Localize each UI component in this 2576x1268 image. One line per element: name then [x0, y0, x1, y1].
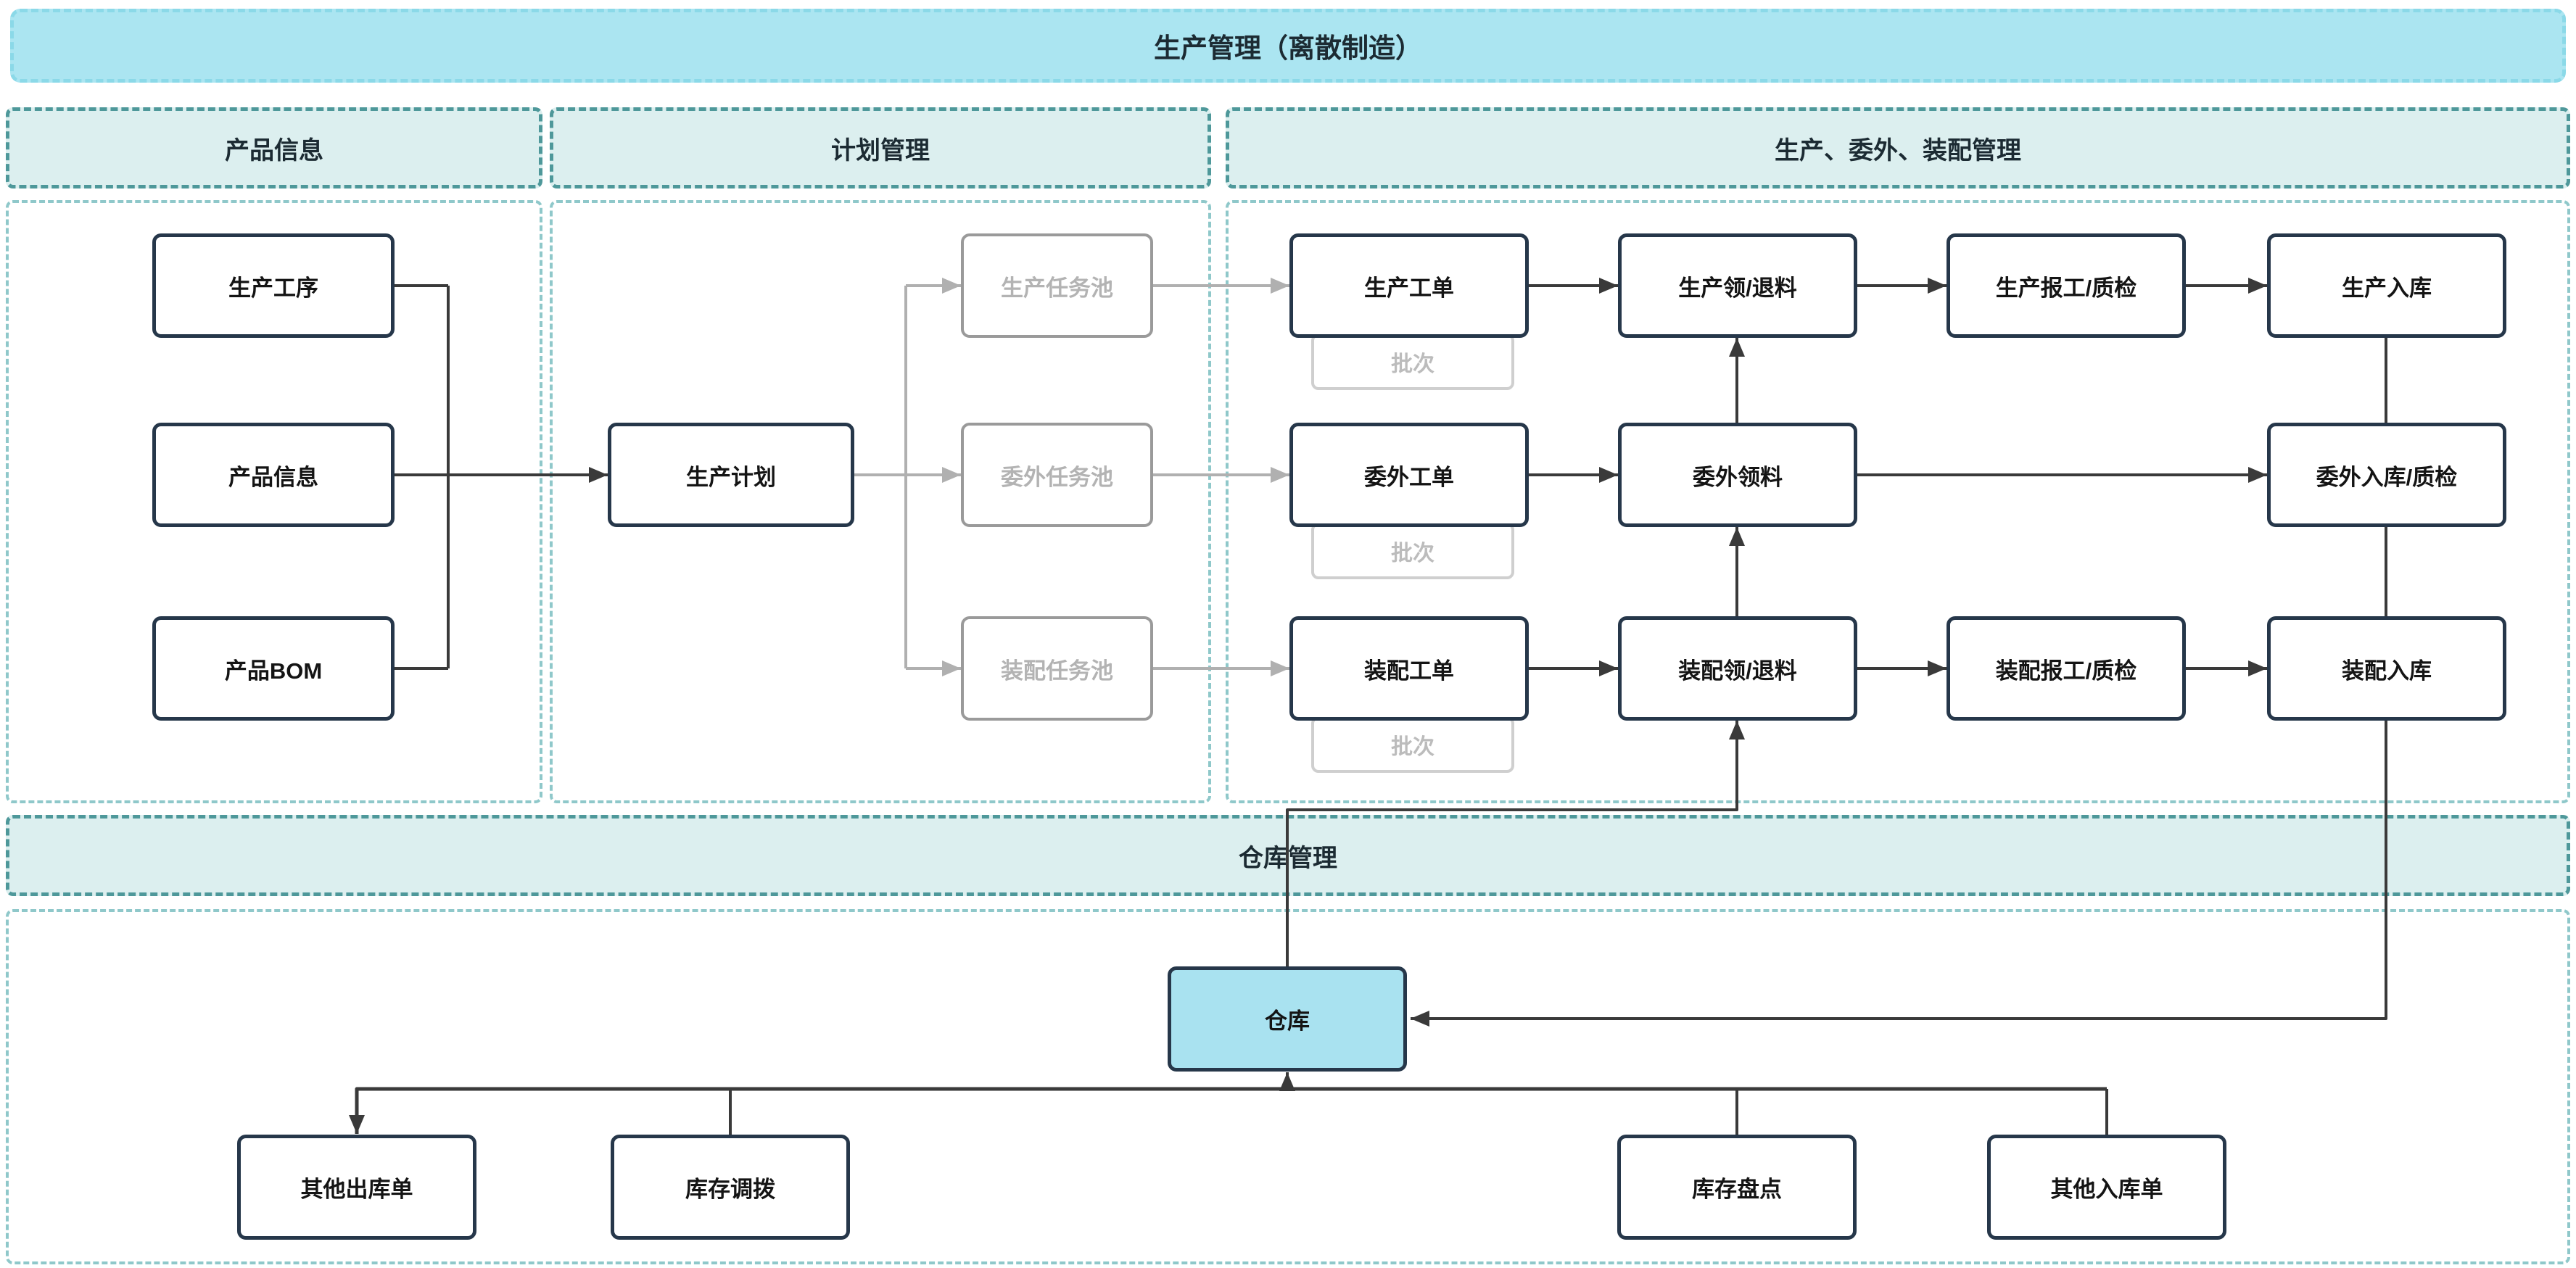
node-assembly-report-qc: 装配报工/质检	[1947, 616, 2186, 721]
node-outsourcing-task-pool: 委外任务池	[961, 423, 1153, 527]
node-production-inbound: 生产入库	[2267, 233, 2506, 338]
node-outsourcing-order: 委外工单	[1289, 423, 1529, 527]
node-production-plan-label: 生产计划	[686, 464, 776, 490]
node-other-inbound: 其他入库单	[1987, 1135, 2226, 1240]
node-outsourcing-order-label: 委外工单	[1364, 464, 1454, 490]
node-production-report-qc: 生产报工/质检	[1947, 233, 2186, 338]
node-other-outbound: 其他出库单	[237, 1135, 476, 1240]
node-production-process-label: 生产工序	[228, 275, 318, 301]
section-product-info-title: 产品信息	[225, 136, 323, 165]
node-product-bom-label: 产品BOM	[224, 658, 323, 684]
top-banner: 生产管理（离散制造）	[10, 9, 2566, 83]
node-assembly-pick-return: 装配领/退料	[1618, 616, 1857, 721]
node-outsourcing-pick: 委外领料	[1618, 423, 1857, 527]
node-inventory-transfer-label: 库存调拨	[685, 1177, 775, 1202]
node-inventory-stocktake-label: 库存盘点	[1692, 1177, 1782, 1202]
node-assembly-inbound-label: 装配入库	[2342, 658, 2432, 684]
node-production-task-pool-label: 生产任务池	[1001, 275, 1113, 301]
node-production-pick-return: 生产领/退料	[1618, 233, 1857, 338]
node-assembly-task-pool: 装配任务池	[961, 616, 1153, 721]
node-inventory-transfer: 库存调拨	[611, 1135, 850, 1240]
node-production-task-pool: 生产任务池	[961, 233, 1153, 338]
node-other-outbound-label: 其他出库单	[300, 1177, 413, 1202]
node-product-bom: 产品BOM	[152, 616, 395, 721]
node-assembly-order-label: 装配工单	[1364, 658, 1454, 684]
node-production-order-label: 生产工单	[1364, 275, 1454, 301]
node-assembly-inbound: 装配入库	[2267, 616, 2506, 721]
section-execution-header: 生产、委外、装配管理	[1226, 107, 2570, 188]
section-planning-title: 计划管理	[831, 136, 930, 165]
node-production-report-qc-label: 生产报工/质检	[1995, 275, 2137, 301]
badge-production-batch: 批次	[1311, 333, 1514, 390]
node-production-plan: 生产计划	[608, 423, 854, 527]
badge-assembly-batch-label: 批次	[1391, 735, 1434, 759]
node-outsourcing-task-pool-label: 委外任务池	[1001, 464, 1113, 490]
badge-outsourcing-batch: 批次	[1311, 523, 1514, 579]
node-production-process: 生产工序	[152, 233, 395, 338]
badge-production-batch-label: 批次	[1391, 352, 1434, 376]
node-assembly-pick-return-label: 装配领/退料	[1678, 658, 1797, 684]
node-production-pick-return-label: 生产领/退料	[1678, 275, 1797, 301]
section-planning-header: 计划管理	[550, 107, 1211, 188]
node-other-inbound-label: 其他入库单	[2050, 1177, 2163, 1202]
section-product-info-header: 产品信息	[6, 107, 542, 188]
node-assembly-report-qc-label: 装配报工/质检	[1995, 658, 2137, 684]
node-product-info-label: 产品信息	[228, 464, 318, 490]
badge-assembly-batch: 批次	[1311, 716, 1514, 773]
top-banner-title: 生产管理（离散制造）	[1154, 33, 1422, 63]
node-assembly-order: 装配工单	[1289, 616, 1529, 721]
node-production-inbound-label: 生产入库	[2342, 275, 2432, 301]
node-warehouse-label: 仓库	[1265, 1008, 1310, 1034]
section-execution-title: 生产、委外、装配管理	[1775, 136, 2021, 165]
node-inventory-stocktake: 库存盘点	[1617, 1135, 1857, 1240]
node-outsourcing-pick-label: 委外领料	[1693, 464, 1783, 490]
node-production-order: 生产工单	[1289, 233, 1529, 338]
node-outsourcing-inbound-qc-label: 委外入库/质检	[2316, 464, 2458, 490]
node-warehouse: 仓库	[1168, 966, 1407, 1072]
node-outsourcing-inbound-qc: 委外入库/质检	[2267, 423, 2506, 527]
badge-outsourcing-batch-label: 批次	[1391, 542, 1434, 565]
node-product-info: 产品信息	[152, 423, 395, 527]
node-assembly-task-pool-label: 装配任务池	[1001, 658, 1113, 684]
